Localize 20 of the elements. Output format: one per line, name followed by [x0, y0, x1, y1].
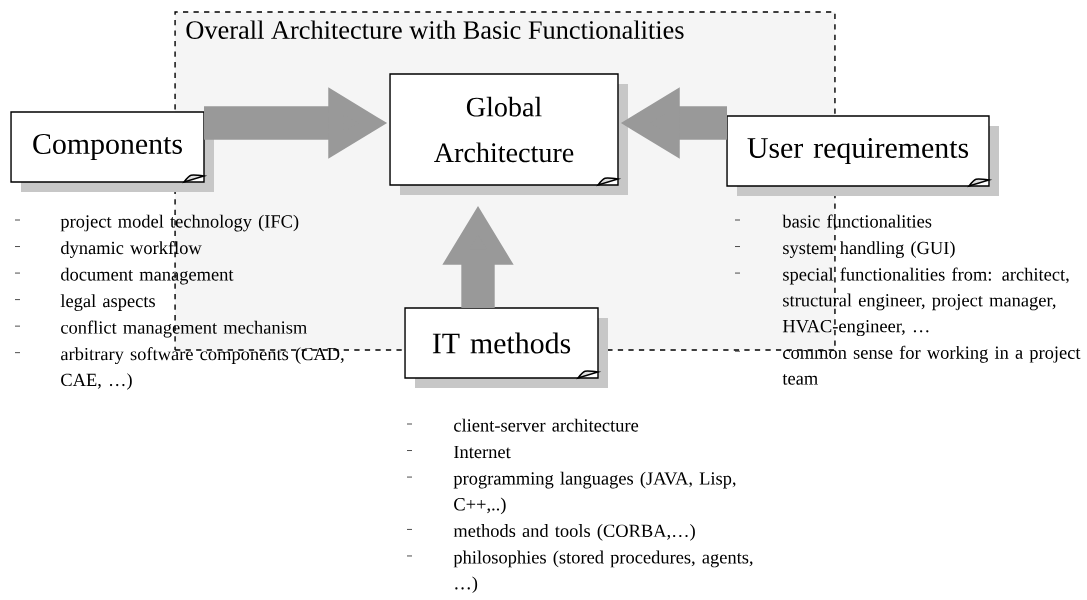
list-item: client-server architecture [406, 418, 639, 432]
note-box: IT methods [404, 307, 608, 388]
list-item: conflict management mechanism [14, 320, 307, 338]
list-item: common sense for working in a project team [734, 345, 1081, 385]
list-item: basic functionalities [734, 214, 932, 228]
note-box: Global Architecture [389, 73, 628, 195]
list-item: programming languages (JAVA, Lisp, C++,..) [406, 471, 736, 515]
list-item: special functionalities from: architect, structural engineer, project manager, HVAC-engineer, … [734, 267, 1069, 337]
list-item: methods and tools (CORBA,…) [406, 524, 695, 541]
note-box: User requirements [726, 115, 999, 196]
note-box: Components [10, 111, 214, 192]
list-item: legal aspects [14, 294, 155, 311]
list-item: system handling (GUI) [734, 241, 955, 258]
list-item: project model technology (IFC) [14, 214, 299, 232]
list-item: philosophies (stored procedures, agents, …) [406, 550, 753, 594]
list-item: document management [14, 267, 234, 285]
region-title: Overall Architecture with Basic Functionalities [186, 20, 684, 39]
list-item: arbitrary software components (CAD, CAE, …) [14, 347, 344, 390]
list-item: Internet [406, 445, 511, 459]
list-item: dynamic workflow [14, 241, 202, 258]
